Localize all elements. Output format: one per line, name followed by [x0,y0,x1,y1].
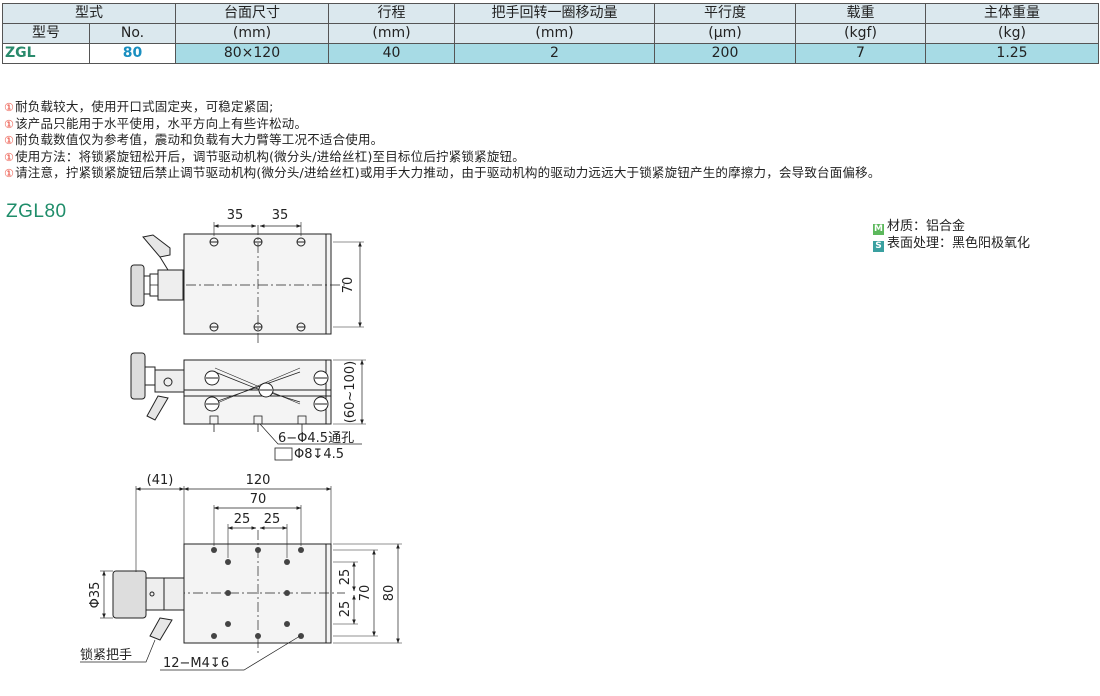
model-title: ZGL80 [6,201,67,222]
dim-side-height: (60~100) [343,361,358,423]
knob-icon [130,234,184,307]
note-item: ①耐负载较大，使用开口式固定夹，可稳定紧固; [4,99,274,114]
note-item: ①请注意，拧紧锁紧旋钮后禁止调节驱动机构(微分头/进给丝杠)或用手大力推动，由于… [4,165,881,180]
header-stroke: 行程 [328,3,455,24]
dim-handle: (41) [147,473,174,488]
side-view [130,352,366,461]
dim-knob-dia: Φ35 [88,582,103,609]
dim-top-left: 35 [227,208,244,223]
cell-weight: 1.25 [925,43,1099,64]
knob-icon [130,352,185,421]
mount-hole-icon [211,547,304,639]
header-no: No. [89,23,176,44]
note-mark-icon: ① [4,167,15,180]
note-item: ①该产品只能用于水平使用，水平方向上有些许松动。 [4,115,308,131]
header-weight: 主体重量 [925,3,1099,24]
cell-stroke: 40 [328,43,455,64]
header-table-size: 台面尺寸 [175,3,329,24]
note-item: ①耐负载数值仅为参考值，震动和负载有大力臂等工况不适合使用。 [4,132,384,147]
dim-v-70: 70 [358,585,373,602]
lock-handle-label: 锁紧把手 [80,647,132,663]
cell-travel: 2 [454,43,655,64]
note-mark-icon: ① [4,117,15,131]
hole-note-1: 6−Φ4.5通孔 [278,431,354,446]
dim-top-height: 70 [341,277,356,294]
hole-note-2: Φ8↧4.5 [294,447,344,462]
unit-load: (kgf) [795,23,926,44]
material-badge-icon: M [873,224,884,235]
dim-holes-left: 25 [234,512,251,527]
note-mark-icon: ① [4,150,15,164]
dim-v-25b: 25 [338,601,353,618]
tap-note: 12−M4↧6 [163,656,229,671]
header-type: 型式 [2,3,176,24]
bottom-view [80,486,402,671]
unit-weight: (kg) [925,23,1099,44]
surface-badge-icon: S [873,241,884,252]
note-mark-icon: ① [4,101,15,114]
knob-icon [112,570,185,641]
dim-holes-right: 25 [264,512,281,527]
dim-v-80: 80 [382,585,397,602]
usage-notes: ①耐负载较大，使用开口式固定夹，可稳定紧固; ①该产品只能用于水平使用，水平方向… [4,99,881,182]
table-header-row-2: 型号 No. (mm) (mm) (mm) (μm) (kgf) (kg) [2,23,1099,44]
spec-table: 型式 台面尺寸 行程 把手回转一圈移动量 平行度 载重 主体重量 型号 No. … [2,3,1099,64]
table-header-row-1: 型式 台面尺寸 行程 把手回转一圈移动量 平行度 载重 主体重量 [2,3,1099,24]
mount-hole-icon [209,237,306,332]
dim-width: 120 [246,473,271,488]
cell-series[interactable]: ZGL [2,43,90,64]
mount-hole-icon [209,415,307,432]
note-mark-icon: ① [4,134,15,147]
dim-holes-outer: 70 [250,492,267,507]
header-load: 载重 [795,3,926,24]
table-row[interactable]: ZGL 80 80×120 40 2 200 7 1.25 [2,43,1099,64]
unit-parallelism: (μm) [654,23,796,44]
note-item: ①使用方法：将锁紧旋钮松开后，调节驱动机构(微分头/进给丝杠)至目标位后拧紧锁紧… [4,148,525,164]
dim-v-25a: 25 [338,569,353,586]
cell-parallelism: 200 [654,43,796,64]
cell-no[interactable]: 80 [89,43,176,64]
unit-stroke: (mm) [328,23,455,44]
cell-table-size: 80×120 [175,43,329,64]
dim-top-right: 35 [272,208,289,223]
header-parallelism: 平行度 [654,3,796,24]
top-view [130,222,364,343]
